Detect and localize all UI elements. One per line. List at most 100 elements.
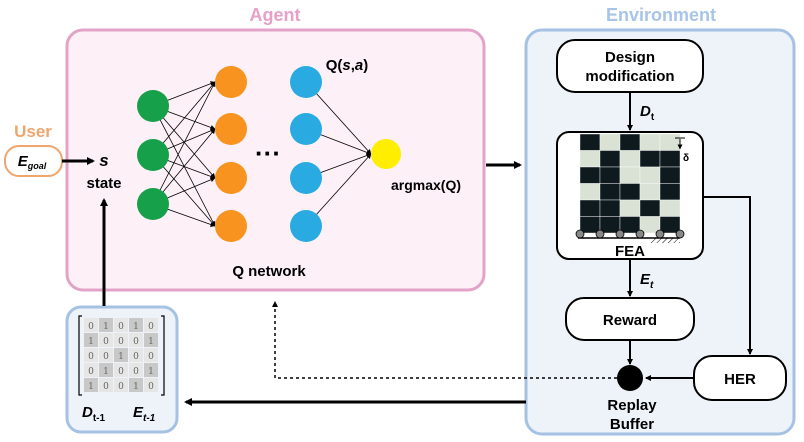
replay-line2: Buffer [610, 416, 654, 433]
matrix-cell [114, 318, 128, 332]
matrix-value: 1 [118, 352, 124, 362]
fea-cell [639, 150, 661, 168]
matrix-cell [99, 333, 113, 347]
her-label: HER [724, 371, 756, 388]
fea-cell [579, 183, 601, 201]
replay-line1: Replay [607, 397, 657, 414]
matrix-value: 0 [103, 337, 109, 347]
d-t1-label: Dt-1 [82, 404, 106, 424]
fea-cell [639, 199, 661, 217]
matrix-cell [99, 318, 113, 332]
fea-cell [599, 183, 621, 201]
matrix-cell [114, 333, 128, 347]
matrix-value: 1 [133, 322, 139, 332]
matrix-cell [129, 333, 143, 347]
network-nodes [137, 66, 401, 242]
environment-title: Environment [606, 5, 716, 25]
hidden-node [215, 113, 247, 145]
matrix-cell [129, 318, 143, 332]
q-value-node [290, 66, 322, 98]
hidden-node [215, 210, 247, 242]
fea-cell [639, 166, 661, 184]
input-node [137, 188, 169, 220]
fea-cell [659, 183, 681, 201]
e-t-label: Et [640, 271, 654, 291]
fea-cell [599, 166, 621, 184]
goal-label: Egoal [18, 153, 47, 171]
fea-cell [579, 166, 601, 184]
matrix-value: 0 [148, 322, 154, 332]
support-roller [575, 229, 585, 239]
matrix-cell [84, 363, 98, 377]
design-line1: Design [605, 49, 655, 66]
matrix-value: 1 [103, 322, 109, 332]
fea-cell [619, 183, 641, 201]
fea-design-grid [579, 133, 681, 234]
fea-cell [619, 166, 641, 184]
q-value-node [290, 162, 322, 194]
matrix-value: 0 [148, 352, 154, 362]
fea-ground-hatch [650, 238, 680, 243]
matrix-cell [144, 378, 158, 392]
fea-cell [599, 216, 621, 234]
fea-cell [599, 199, 621, 217]
matrix-value: 1 [133, 382, 139, 392]
matrix-cell [129, 378, 143, 392]
fea-cell [579, 199, 601, 217]
fea-cell [659, 166, 681, 184]
fea-to-her-arrow [703, 196, 753, 355]
hidden-node [215, 66, 247, 98]
argmax-label: argmax(Q) [391, 177, 461, 193]
fea-cell [579, 216, 601, 234]
matrix-bracket-right [161, 315, 165, 396]
hidden-node [215, 162, 247, 194]
fea-cell [619, 150, 641, 168]
matrix-value: 1 [88, 337, 94, 347]
buffer-to-agent-dotted [272, 301, 617, 379]
matrix-value: 1 [148, 367, 154, 377]
q-sa-label: Q(s,a) [326, 57, 369, 74]
d-t-label: Dt [640, 103, 655, 123]
design-modification-box [556, 39, 704, 93]
q-value-node [290, 113, 322, 145]
ellipsis: ··· [255, 138, 281, 168]
matrix-cell [84, 348, 98, 362]
matrix-value: 0 [133, 337, 139, 347]
fea-cell [639, 133, 661, 151]
matrix-cell [84, 333, 98, 347]
fea-cell [579, 133, 601, 151]
support-roller [595, 229, 605, 239]
support-roller [655, 229, 665, 239]
fea-cell [599, 133, 621, 151]
matrix-value: 0 [118, 322, 124, 332]
q-value-node [290, 210, 322, 242]
matrix-cell [129, 363, 143, 377]
matrix-cell [84, 378, 98, 392]
matrix-value: 1 [148, 337, 154, 347]
matrix-cell [99, 348, 113, 362]
e-t1-label: Et-1 [133, 404, 156, 424]
support-roller [615, 229, 625, 239]
matrix-value: 0 [133, 367, 139, 377]
fea-cell [599, 150, 621, 168]
fea-cell [659, 199, 681, 217]
fea-cell [619, 216, 641, 234]
matrix-cell [144, 348, 158, 362]
matrix-cell [144, 333, 158, 347]
fea-cell [659, 150, 681, 168]
input-node [137, 90, 169, 122]
matrix-value: 0 [118, 367, 124, 377]
fea-cell [639, 216, 661, 234]
matrix-cell [144, 318, 158, 332]
reward-label: Reward [603, 312, 657, 329]
matrix-cell [99, 363, 113, 377]
matrix-value: 1 [88, 382, 94, 392]
matrix-value: 0 [88, 322, 94, 332]
fea-cell [659, 133, 681, 151]
input-node [137, 139, 169, 171]
matrix-cell [114, 378, 128, 392]
fea-cell [579, 150, 601, 168]
design-line2: modification [585, 68, 674, 85]
